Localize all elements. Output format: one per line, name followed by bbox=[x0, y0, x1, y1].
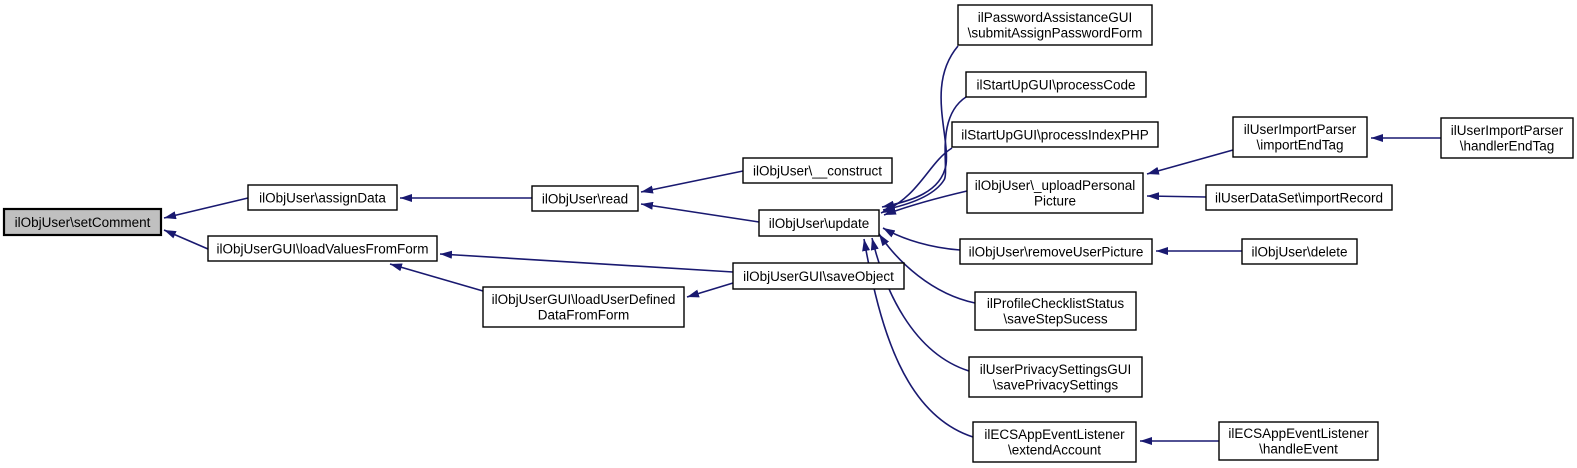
node-processIndexPHP[interactable]: ilStartUpGUI\processIndexPHP bbox=[951, 121, 1159, 148]
node-box[interactable] bbox=[1232, 116, 1368, 158]
node-box[interactable] bbox=[482, 286, 685, 328]
edge-loadValuesFromForm-to-setComment bbox=[163, 229, 209, 250]
node-box[interactable] bbox=[732, 262, 905, 290]
node-submitAssignPwdForm[interactable]: ilPasswordAssistanceGUI\submitAssignPass… bbox=[957, 4, 1153, 46]
node-label: \importEndTag bbox=[1256, 138, 1343, 153]
node-box[interactable] bbox=[207, 235, 438, 262]
node-box bbox=[2, 207, 163, 237]
node-label: ilObjUser\setComment bbox=[15, 215, 151, 230]
node-label: \savePrivacySettings bbox=[993, 378, 1119, 393]
node-label: ilStartUpGUI\processIndexPHP bbox=[961, 127, 1149, 142]
node-box[interactable] bbox=[1241, 238, 1358, 265]
node-setComment: ilObjUser\setComment bbox=[2, 207, 163, 237]
node-saveObject[interactable]: ilObjUserGUI\saveObject bbox=[732, 262, 905, 290]
node-label: \submitAssignPasswordForm bbox=[968, 26, 1143, 41]
node-label: ilPasswordAssistanceGUI bbox=[978, 10, 1133, 25]
edge-saveObject-to-loadValuesFromForm bbox=[439, 250, 734, 273]
node-label: ilObjUser\delete bbox=[1251, 244, 1347, 259]
node-importEndTag[interactable]: ilUserImportParser\importEndTag bbox=[1232, 116, 1368, 158]
node-label: ilStartUpGUI\processCode bbox=[976, 77, 1135, 92]
edge-saveObject-to-loadUserDefined bbox=[686, 282, 734, 298]
node-label: ilObjUser\assignData bbox=[259, 190, 386, 205]
node-delete[interactable]: ilObjUser\delete bbox=[1241, 238, 1358, 265]
node-box[interactable] bbox=[1205, 184, 1393, 211]
node-label: \handlerEndTag bbox=[1460, 139, 1555, 154]
node-read[interactable]: ilObjUser\read bbox=[531, 185, 639, 212]
node-box[interactable] bbox=[1440, 117, 1574, 159]
node-box[interactable] bbox=[965, 71, 1147, 98]
node-construct[interactable]: ilObjUser\__construct bbox=[742, 157, 893, 184]
node-update[interactable]: ilObjUser\update bbox=[758, 209, 880, 237]
node-savePrivacySettings[interactable]: ilUserPrivacySettingsGUI\savePrivacySett… bbox=[968, 356, 1143, 398]
node-box[interactable] bbox=[1218, 421, 1379, 461]
edge-assignData-to-setComment bbox=[163, 197, 249, 220]
node-saveStepSucess[interactable]: ilProfileChecklistStatus\saveStepSucess bbox=[974, 291, 1137, 331]
node-label: ilObjUser\_uploadPersonal bbox=[975, 178, 1136, 193]
node-label: ilUserPrivacySettingsGUI bbox=[980, 362, 1132, 377]
node-label: ilProfileChecklistStatus bbox=[987, 296, 1125, 311]
node-box[interactable] bbox=[974, 291, 1137, 331]
node-label: ilUserDataSet\importRecord bbox=[1215, 190, 1383, 205]
node-label: ilUserImportParser bbox=[1451, 123, 1564, 138]
node-label: ilUserImportParser bbox=[1244, 122, 1357, 137]
node-box[interactable] bbox=[742, 157, 893, 184]
edge-construct-to-read bbox=[640, 170, 744, 194]
node-box[interactable] bbox=[957, 4, 1153, 46]
node-box[interactable] bbox=[972, 421, 1137, 463]
node-label: ilObjUserGUI\saveObject bbox=[743, 269, 894, 284]
node-handlerEndTag[interactable]: ilUserImportParser\handlerEndTag bbox=[1440, 117, 1574, 159]
node-label: ilObjUser\__construct bbox=[753, 163, 882, 178]
node-label: ilECSAppEventListener bbox=[984, 427, 1125, 442]
node-assignData[interactable]: ilObjUser\assignData bbox=[247, 184, 398, 211]
node-processCode[interactable]: ilStartUpGUI\processCode bbox=[965, 71, 1147, 98]
node-extendAccount[interactable]: ilECSAppEventListener\extendAccount bbox=[972, 421, 1137, 463]
edge-update-to-read bbox=[640, 201, 760, 223]
node-label: ilObjUserGUI\loadValuesFromForm bbox=[216, 241, 428, 256]
node-box[interactable] bbox=[531, 185, 639, 212]
node-box[interactable] bbox=[247, 184, 398, 211]
edge-importRecord-to-uploadPersonalPicture bbox=[1146, 192, 1207, 201]
node-label: ilObjUser\read bbox=[542, 191, 628, 206]
node-box[interactable] bbox=[758, 209, 880, 237]
edge-saveStepSucess-to-update bbox=[878, 233, 976, 304]
node-importRecord[interactable]: ilUserDataSet\importRecord bbox=[1205, 184, 1393, 211]
node-box[interactable] bbox=[968, 356, 1143, 398]
node-loadValuesFromForm[interactable]: ilObjUserGUI\loadValuesFromForm bbox=[207, 235, 438, 262]
node-removeUserPicture[interactable]: ilObjUser\removeUserPicture bbox=[959, 238, 1153, 265]
node-label: ilObjUserGUI\loadUserDefined bbox=[492, 292, 676, 307]
node-label: \saveStepSucess bbox=[1003, 312, 1108, 327]
edge-loadUserDefined-to-loadValuesFromForm bbox=[389, 263, 484, 292]
node-box[interactable] bbox=[951, 121, 1159, 148]
edge-removeUserPicture-to-update bbox=[882, 227, 961, 251]
node-label: \extendAccount bbox=[1008, 443, 1101, 458]
node-label: ilECSAppEventListener bbox=[1228, 426, 1369, 441]
node-label: \handleEvent bbox=[1259, 442, 1338, 457]
edge-uploadPersonalPicture-to-update bbox=[883, 190, 968, 216]
node-label: ilObjUser\removeUserPicture bbox=[969, 244, 1144, 259]
node-label: Picture bbox=[1034, 194, 1076, 209]
node-label: ilObjUser\update bbox=[769, 216, 870, 231]
node-label: DataFromForm bbox=[538, 308, 630, 323]
node-box[interactable] bbox=[966, 172, 1144, 214]
edge-importEndTag-to-uploadPersonalPicture bbox=[1146, 149, 1234, 175]
node-box[interactable] bbox=[959, 238, 1153, 265]
edge-processCode-to-update bbox=[882, 96, 967, 212]
edge-savePrivacySettings-to-update bbox=[870, 237, 970, 372]
node-handleEvent[interactable]: ilECSAppEventListener\handleEvent bbox=[1218, 421, 1379, 461]
